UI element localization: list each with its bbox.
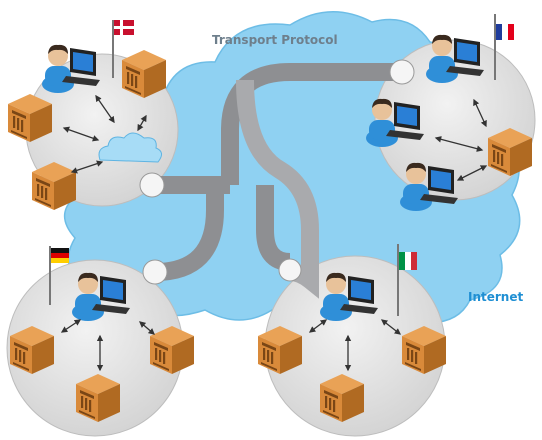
italy-flag-icon <box>397 244 417 316</box>
transport-protocol-label: Transport Protocol <box>212 33 338 47</box>
building-icon <box>488 128 532 176</box>
pipe-end-germany <box>142 259 168 285</box>
internet-label: Internet <box>468 290 524 304</box>
germany-flag-icon <box>49 246 69 305</box>
building-icon <box>320 374 364 422</box>
arrow-icon <box>434 98 488 181</box>
germany-node <box>10 246 194 422</box>
building-icon <box>10 326 54 374</box>
arrow-icon <box>308 319 402 372</box>
building-icon <box>122 50 166 98</box>
denmark-flag-icon <box>112 20 134 78</box>
pipe-end-denmark <box>139 172 165 198</box>
building-icon <box>402 326 446 374</box>
building-icon <box>76 374 120 422</box>
arrow-icon <box>60 319 155 372</box>
france-flag-icon <box>494 14 514 80</box>
arrow-icon <box>62 94 147 174</box>
france-node <box>366 14 532 211</box>
pipe-end-italy <box>278 258 302 282</box>
pipe-end-france <box>389 59 415 85</box>
building-icon <box>258 326 302 374</box>
italy-node <box>258 244 446 422</box>
denmark-node <box>8 20 166 210</box>
building-icon <box>150 326 194 374</box>
building-icon <box>8 94 52 142</box>
building-icon <box>32 162 76 210</box>
